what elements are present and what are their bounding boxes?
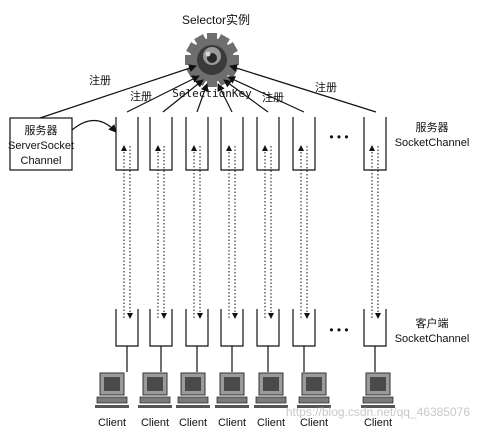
client-socket-channel-box — [363, 309, 387, 347]
server-socket-channel-box — [220, 117, 244, 171]
computer-icon — [361, 372, 395, 408]
client: Client — [176, 372, 210, 429]
client-label: Client — [218, 417, 246, 429]
client-label: Client — [364, 417, 392, 429]
server-box-line3: Channel — [21, 155, 62, 167]
client-socket-channel-box — [256, 309, 280, 347]
channel-column — [115, 117, 139, 372]
computer-icon — [95, 372, 129, 408]
ellipsis-top: • • • — [329, 130, 348, 144]
server-socket-channel-box — [149, 117, 173, 171]
client-channel-label-line2: SocketChannel — [395, 333, 470, 345]
server-socket-channel-box — [185, 117, 209, 171]
computer-icon — [138, 372, 172, 408]
client-row: Client Client Client Client Client Client Clie… — [95, 372, 395, 429]
ellipsis-bottom: • • • — [329, 323, 348, 337]
channel-column — [363, 117, 387, 372]
client: Client — [138, 372, 172, 429]
computer-icon — [176, 372, 210, 408]
client: Client — [297, 372, 331, 429]
channel-column — [149, 117, 173, 372]
accept-arrow — [71, 119, 117, 133]
register-label-mid-right: 注册 — [262, 90, 284, 104]
server-box-line1: 服务器 — [25, 124, 58, 137]
channel-column — [185, 117, 209, 372]
client-label: Client — [98, 417, 126, 429]
selector-title: Selector实例 — [182, 12, 250, 27]
client: Client — [361, 372, 395, 429]
channel-columns — [115, 117, 387, 372]
client-socket-channel-box — [115, 309, 139, 347]
channel-column — [256, 117, 280, 372]
client-label: Client — [179, 417, 207, 429]
server-box-line2: ServerSocket — [8, 140, 74, 152]
client-label: Client — [257, 417, 285, 429]
computer-icon — [215, 372, 249, 408]
channel-column — [220, 117, 244, 372]
client: Client — [254, 372, 288, 429]
register-label-right: 注册 — [315, 80, 337, 94]
socket-channel-label-line2: SocketChannel — [395, 137, 470, 149]
client: Client — [215, 372, 249, 429]
client-channel-label-line1: 客户端 — [416, 316, 449, 330]
watermark: https://blog.csdn.net/qq_46385076 — [286, 405, 470, 419]
client-label: Client — [300, 417, 328, 429]
register-label-left: 注册 — [89, 73, 111, 87]
channel-column — [292, 117, 316, 372]
server-socket-channel-box — [115, 117, 139, 171]
client-socket-channel-box — [149, 309, 173, 347]
server-socket-channel-box: 服务器 ServerSocket Channel — [8, 117, 74, 171]
server-socket-channel-box — [292, 117, 316, 171]
client-socket-channel-box — [292, 309, 316, 347]
computer-icon — [297, 372, 331, 408]
selection-key-label: SelectionKey — [172, 87, 252, 100]
socket-channel-label-line1: 服务器 — [416, 121, 449, 134]
client: Client — [95, 372, 129, 429]
server-socket-channel-box — [363, 117, 387, 171]
client-socket-channel-box — [185, 309, 209, 347]
register-label-mid-left: 注册 — [130, 89, 152, 103]
server-socket-channel-box — [256, 117, 280, 171]
client-label: Client — [141, 417, 169, 429]
client-socket-channel-box — [220, 309, 244, 347]
computer-icon — [254, 372, 288, 408]
register-arrows — [39, 64, 377, 119]
